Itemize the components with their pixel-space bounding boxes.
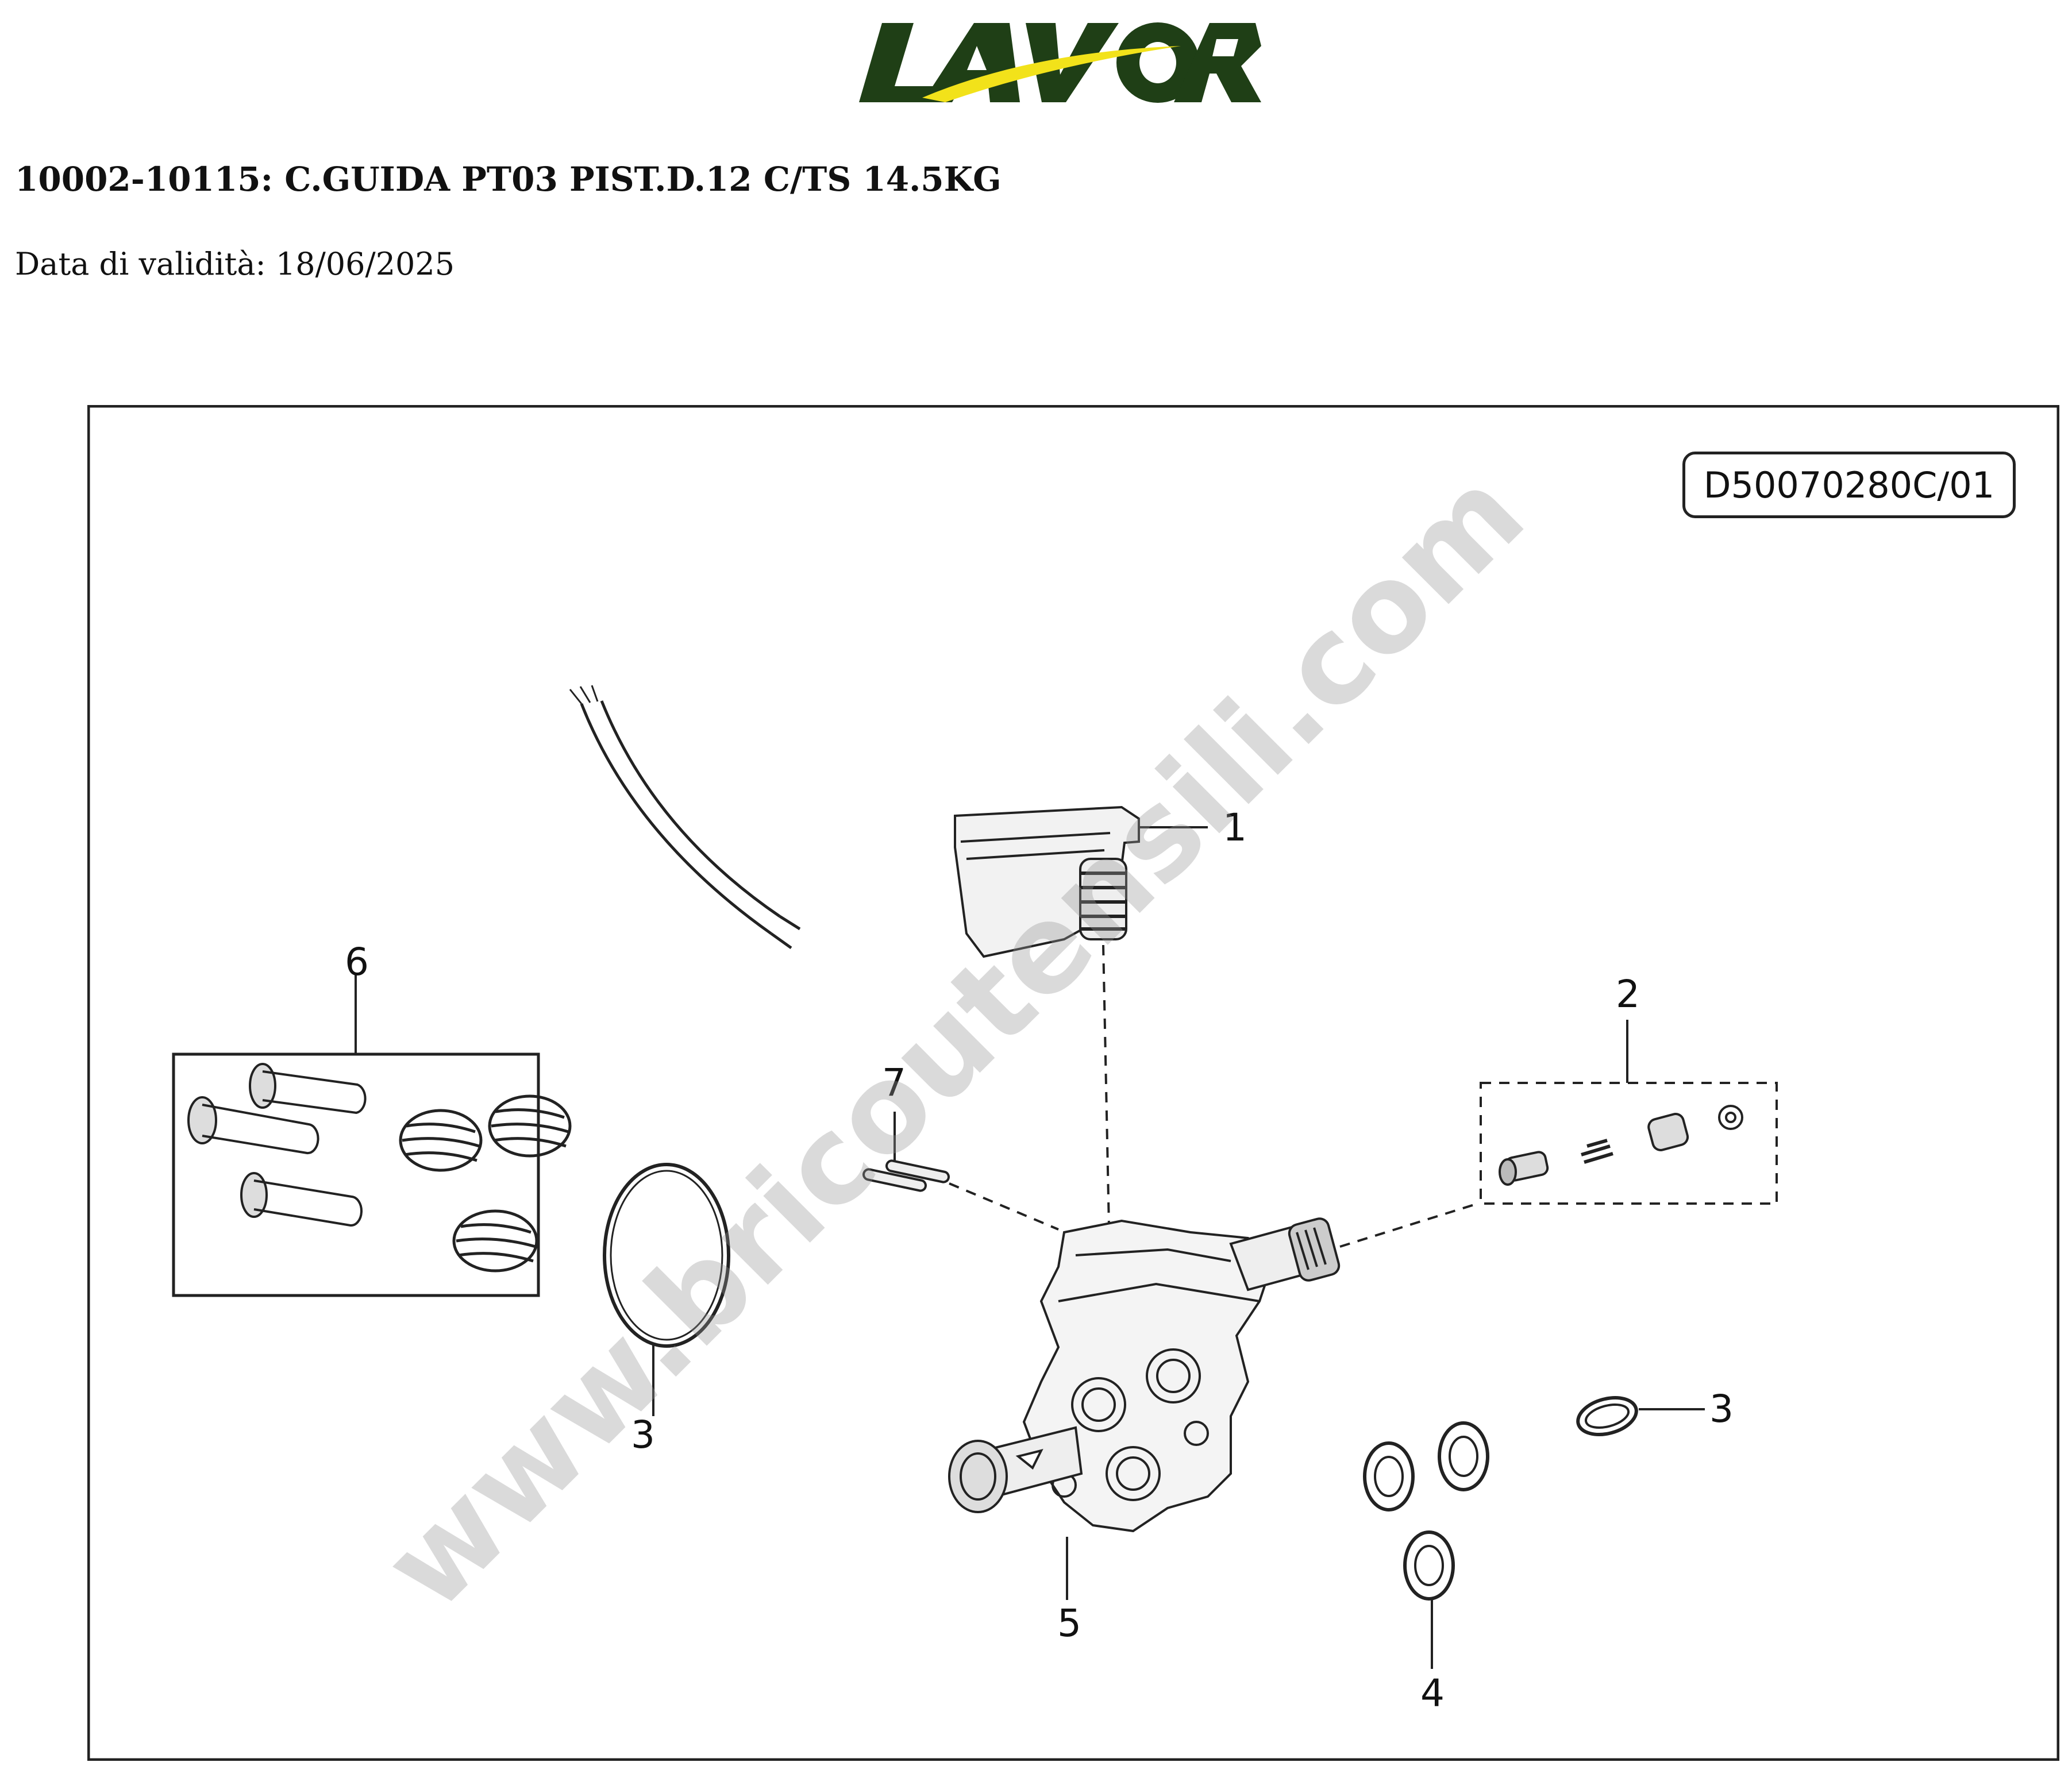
logo-wordmark — [859, 22, 1261, 103]
part-5-pump-head — [948, 1202, 1478, 1600]
callout-6: 6 — [345, 940, 369, 984]
part-2-valve-kit — [1480, 1020, 1778, 1205]
callout-5: 5 — [1057, 1601, 1081, 1645]
part-4-seals — [1363, 1421, 1489, 1669]
piston — [249, 1063, 367, 1115]
diagram-frame — [87, 405, 2059, 1761]
callout-3-left: 3 — [631, 1413, 655, 1457]
validity-date: Data di validità: 18/06/2025 — [15, 246, 455, 282]
spring — [452, 1209, 538, 1273]
drawing-code-label: D50070280C/01 — [1682, 452, 2016, 518]
piston — [187, 1096, 319, 1155]
callout-1: 1 — [1223, 805, 1247, 850]
callout-7: 7 — [882, 1061, 906, 1105]
part-6-piston-kit — [172, 974, 572, 1297]
exploded-parts-diagram — [87, 405, 2059, 1761]
callout-3-right: 3 — [1709, 1387, 1734, 1431]
callout-2: 2 — [1616, 972, 1640, 1016]
piston — [240, 1172, 363, 1227]
spring — [399, 1109, 483, 1172]
callout-4: 4 — [1420, 1671, 1445, 1715]
spring — [488, 1094, 572, 1158]
part-7-pins — [862, 1112, 1059, 1231]
part-3-small-o-ring — [1576, 1396, 1705, 1436]
part-3-large-o-ring — [603, 1163, 730, 1416]
lavor-logo — [859, 22, 1261, 103]
document-title: 10002-10115: C.GUIDA PT03 PIST.D.12 C/TS… — [15, 160, 1002, 199]
part-1-microswitch — [569, 685, 1208, 1227]
